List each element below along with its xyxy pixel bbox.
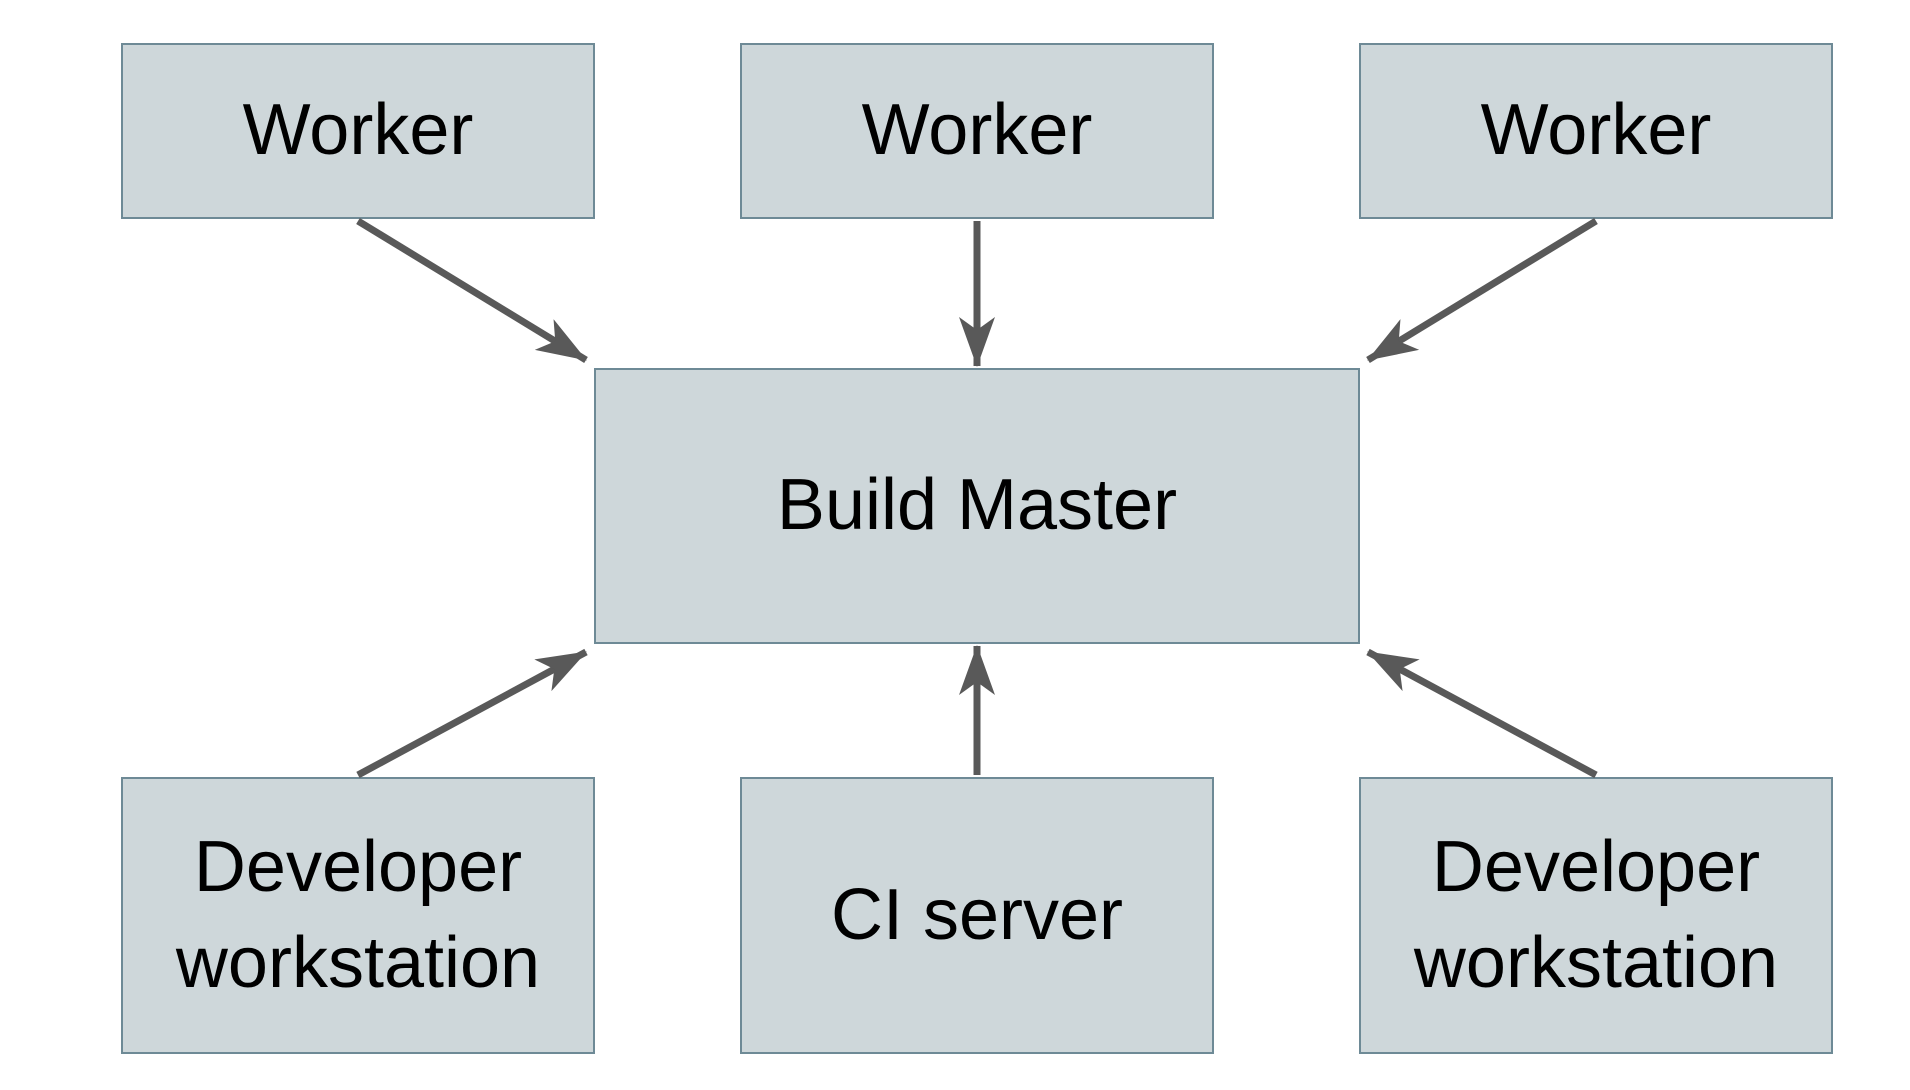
node-ci-server-label: CI server	[830, 874, 1124, 955]
arrow-worker-3-to-build-master	[1366, 218, 1598, 363]
node-worker-3-label: Worker	[1480, 90, 1712, 171]
node-ci-server: CI server	[740, 777, 1214, 1054]
node-worker-3: Worker	[1359, 43, 1833, 219]
node-build-master-label: Build Master	[776, 465, 1178, 546]
node-build-master: Build Master	[594, 368, 1360, 644]
arrow-developer-workstation-right-to-build-master	[1366, 648, 1598, 779]
node-worker-2-label: Worker	[861, 90, 1093, 171]
node-worker-1: Worker	[121, 43, 595, 219]
node-developer-workstation-left-label: Developer workstation	[175, 827, 541, 1003]
node-worker-2: Worker	[740, 43, 1214, 219]
arrow-worker-1-to-build-master	[356, 218, 588, 363]
node-developer-workstation-right-label: Developer workstation	[1413, 827, 1779, 1003]
node-developer-workstation-left: Developer workstation	[121, 777, 595, 1054]
arrow-developer-workstation-left-to-build-master	[356, 648, 588, 779]
node-developer-workstation-right: Developer workstation	[1359, 777, 1833, 1054]
node-worker-1-label: Worker	[242, 90, 474, 171]
